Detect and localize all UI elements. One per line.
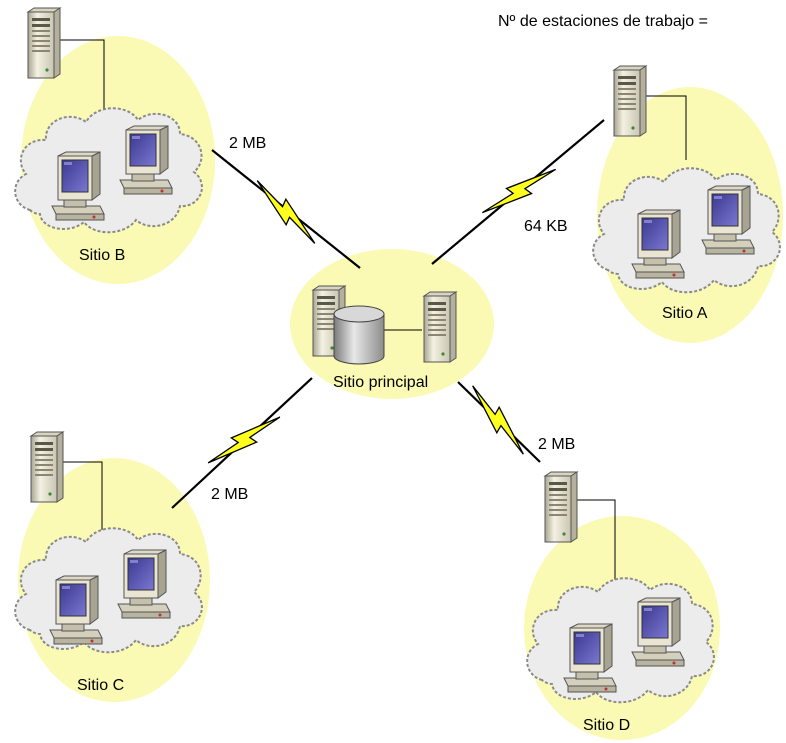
link-speed-b: 2 MB bbox=[229, 135, 267, 152]
workstation-icon-site-b-1 bbox=[51, 151, 105, 221]
site-label-c: Sitio C bbox=[77, 677, 125, 694]
site-b-server-link bbox=[53, 39, 105, 110]
site-c-server-link bbox=[56, 461, 103, 540]
workstation-icon-site-d-1 bbox=[563, 623, 617, 693]
site-a-server-link bbox=[640, 95, 687, 160]
workstation-count-label: Nº de estaciones de trabajo = bbox=[498, 13, 708, 30]
server-icon-site-d bbox=[544, 471, 578, 543]
site-label-a: Sitio A bbox=[662, 305, 708, 322]
workstation-icon-site-a-2 bbox=[701, 185, 755, 255]
workstation-icon-site-c-1 bbox=[49, 575, 103, 645]
server-icon-site-a bbox=[613, 65, 647, 137]
workstation-icon-site-a-1 bbox=[631, 209, 685, 279]
server-icon-hub-right bbox=[423, 291, 457, 363]
workstation-icon-site-d-2 bbox=[631, 597, 685, 667]
hub-label: Sitio principal bbox=[333, 374, 429, 391]
workstation-icon-site-c-2 bbox=[117, 549, 171, 619]
link-speed-d: 2 MB bbox=[538, 436, 576, 453]
site-label-b: Sitio B bbox=[79, 247, 126, 264]
link-speed-a: 64 KB bbox=[524, 218, 568, 235]
site-label-d: Sitio D bbox=[583, 717, 631, 734]
database-icon bbox=[333, 305, 385, 365]
server-icon-site-c bbox=[30, 431, 64, 503]
server-icon-site-b bbox=[27, 7, 61, 79]
workstation-icon-site-b-2 bbox=[119, 125, 173, 195]
site-d-server-link bbox=[572, 499, 616, 592]
lightning-icon-a bbox=[479, 155, 559, 227]
link-speed-c: 2 MB bbox=[211, 486, 249, 503]
